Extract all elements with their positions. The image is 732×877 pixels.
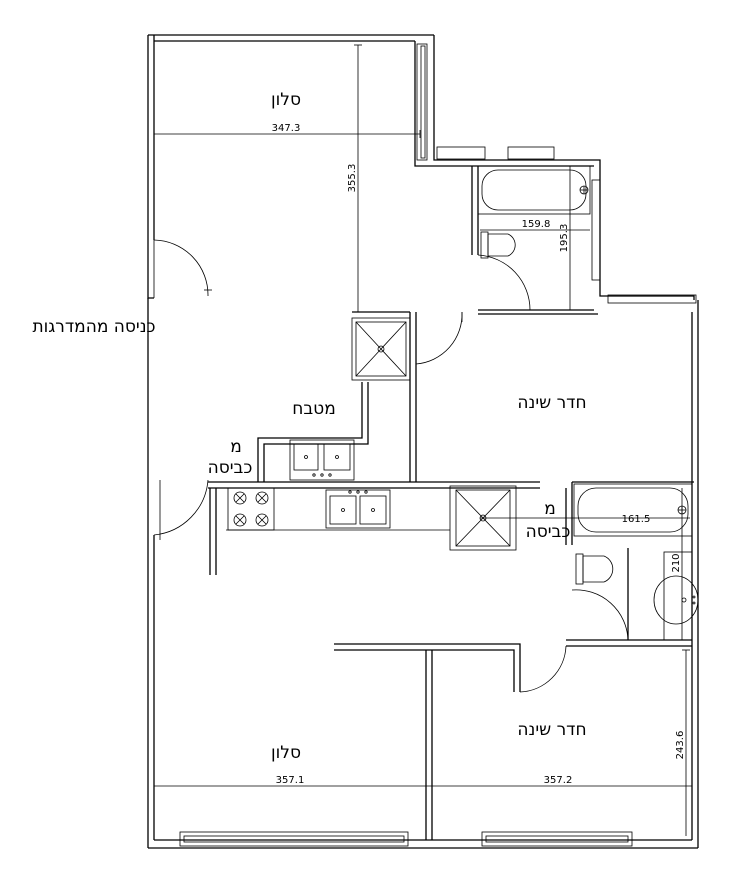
label-bedroom-right: חדר שינה [517,393,586,413]
dim-bath-top-width: 159.8 [522,219,551,230]
label-laundry-left-1: מ [230,437,242,457]
label-living-top: סלון [271,90,301,110]
label-laundry-right-2: כביסה [526,522,571,542]
washer-left [351,317,411,381]
label-kitchen: מטבח [292,399,336,419]
dim-bath-right-height: 210 [671,553,682,572]
interior-walls [208,166,694,840]
sink-kitchen-left [289,439,355,481]
dim-bedroom-bottom-width: 357.2 [544,775,573,786]
dim-bath-top-height: 195.3 [559,224,570,253]
windows [179,43,697,847]
toilet-right [575,553,614,585]
dim-living-top-height: 355.3 [347,164,358,193]
bathtub-top [477,165,591,215]
label-laundry-right-1: מ [544,499,556,519]
dimension-labels: 347.3 355.3 159.8 195.3 161.5 210 357.1 … [272,123,686,786]
label-entrance: כניסה מהמדרגות [32,317,155,337]
dim-bedroom-bottom-height: 243.6 [675,731,686,760]
dim-living-bottom-width: 357.1 [276,775,305,786]
label-living-bottom: סלון [271,743,301,763]
room-labels: סלון כניסה מהמדרגות מטבח מ כביסה חדר שינ… [32,90,586,763]
washbasin [653,551,699,641]
sink-kitchen-main [325,489,391,529]
dim-living-top-width: 347.3 [272,123,301,134]
toilet-top [480,231,516,259]
dimension-lines [153,44,693,836]
bathtub-right [573,483,693,537]
label-bedroom-bottom: חדר שינה [517,720,586,740]
dim-bath-right-width: 161.5 [622,514,651,525]
stove [227,487,275,531]
label-laundry-left-2: כביסה [208,458,253,478]
